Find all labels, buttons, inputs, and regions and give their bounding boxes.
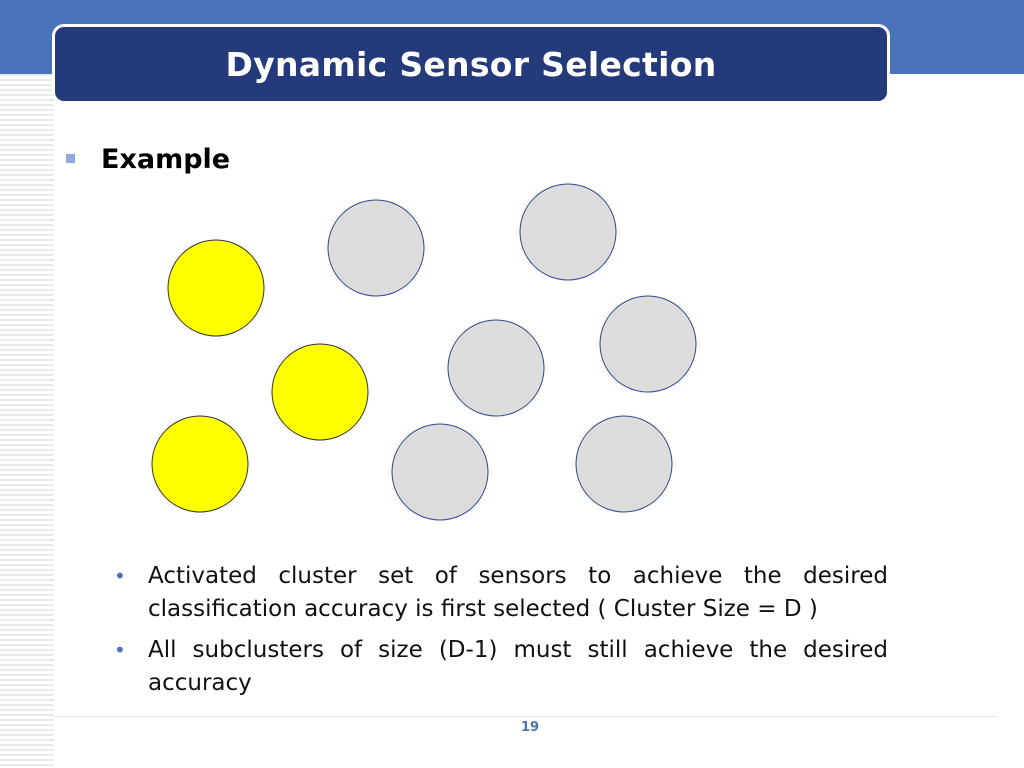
inactive-sensor [575, 415, 673, 513]
sub-bullet-list: • Activated cluster set of sensors to ac… [112, 560, 888, 708]
active-sensor [167, 239, 265, 337]
sensor-group [151, 183, 697, 521]
slide-title: Dynamic Sensor Selection [225, 44, 717, 84]
sub-bullet-text: Activated cluster set of sensors to achi… [148, 563, 888, 622]
footer-divider [54, 716, 996, 717]
bullet-dot-icon: • [114, 564, 126, 588]
active-sensor [151, 415, 249, 513]
sub-bullet-text: All subclusters of size (D-1) must still… [148, 637, 888, 696]
inactive-sensor [599, 295, 697, 393]
square-bullet-icon [66, 154, 75, 163]
bullet-dot-icon: • [114, 638, 126, 662]
page-number: 19 [520, 720, 540, 735]
inactive-sensor [447, 319, 545, 417]
inactive-sensor [327, 199, 425, 297]
active-sensor [271, 343, 369, 441]
sub-bullet-item: • Activated cluster set of sensors to ac… [112, 560, 888, 626]
main-bullet: Example [66, 144, 230, 175]
inactive-sensor [519, 183, 617, 281]
title-bar: Dynamic Sensor Selection [52, 24, 890, 104]
inactive-sensor [391, 423, 489, 521]
main-bullet-text: Example [101, 144, 231, 175]
left-stripe-pattern [0, 74, 54, 768]
sub-bullet-item: • All subclusters of size (D-1) must sti… [112, 634, 888, 700]
